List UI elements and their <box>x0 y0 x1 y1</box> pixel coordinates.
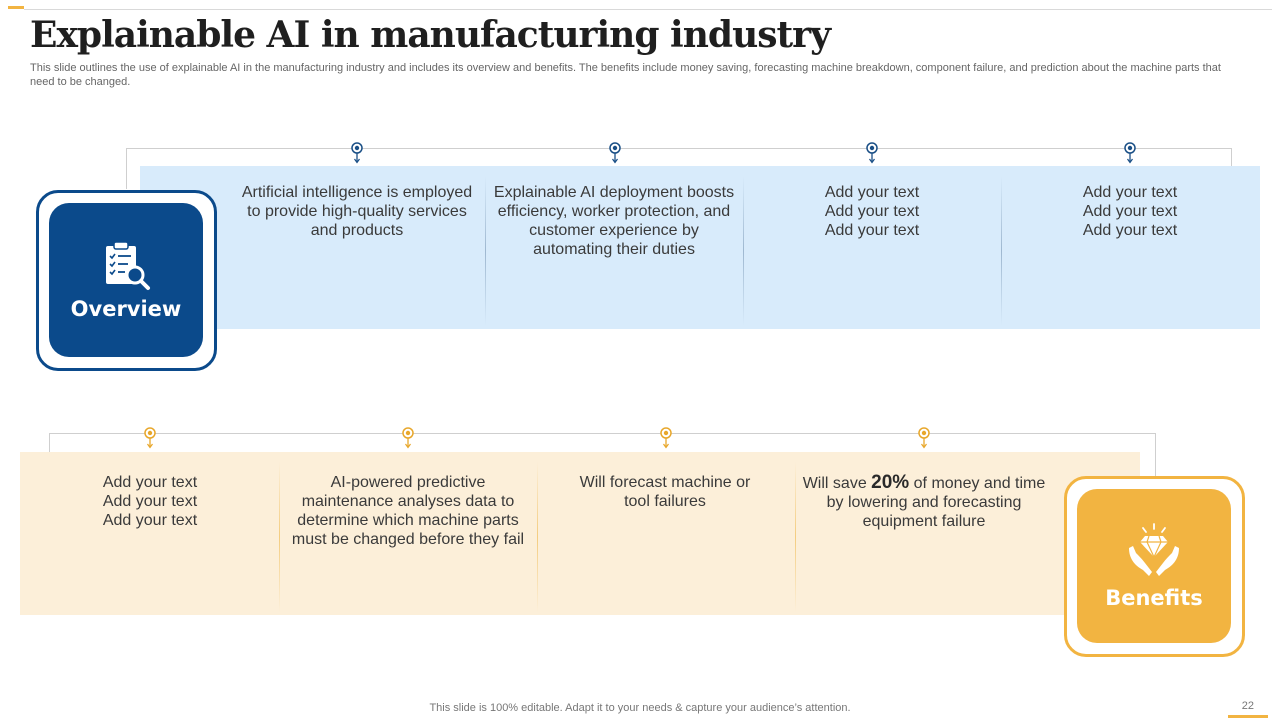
overview-divider <box>485 176 486 326</box>
overview-cell-text: Add your text Add your text Add your tex… <box>824 184 920 239</box>
location-pin-icon <box>660 427 672 449</box>
footer-note: This slide is 100% editable. Adapt it to… <box>429 702 851 714</box>
overview-cell-text: Artificial intelligence is employed to p… <box>241 184 473 239</box>
location-pin-icon <box>402 427 414 449</box>
benefits-cell-text: Add your text Add your text Add your tex… <box>102 474 198 529</box>
top-rule <box>24 9 1272 10</box>
benefits-panel <box>20 452 1140 615</box>
benefits-savings-text: Will save 20% of money and time by lower… <box>802 473 1046 531</box>
overview-cell-text: Add your text Add your text Add your tex… <box>1082 184 1178 239</box>
savings-prefix: Will save <box>802 475 867 492</box>
benefits-divider <box>537 462 538 612</box>
benefits-badge-panel: Benefits <box>1077 489 1231 643</box>
clipboard-magnifier-icon <box>106 241 150 290</box>
benefits-cell-text: Will forecast machine or tool failures <box>579 474 751 510</box>
location-pin-icon <box>918 427 930 449</box>
page-number: 22 <box>1241 700 1254 712</box>
benefits-cell-text: AI-powered predictive maintenance analys… <box>291 474 525 548</box>
slide-title: Explainable AI in manufacturing industry <box>30 14 831 56</box>
benefits-divider <box>279 462 280 612</box>
top-accent-bar <box>8 6 24 9</box>
overview-divider <box>1001 176 1002 326</box>
location-pin-icon <box>866 142 878 164</box>
location-pin-icon <box>351 142 363 164</box>
overview-label: Overview <box>70 297 182 321</box>
location-pin-icon <box>144 427 156 449</box>
hands-diamond-icon <box>1129 523 1179 576</box>
slide-subtitle: This slide outlines the use of explainab… <box>30 62 1221 88</box>
benefits-divider <box>795 462 796 612</box>
page-accent-bar <box>1228 715 1268 718</box>
location-pin-icon <box>609 142 621 164</box>
overview-badge-panel: Overview <box>49 203 203 357</box>
savings-value: 20% <box>871 472 910 493</box>
savings-suffix: of money and time by lowering and foreca… <box>826 475 1046 530</box>
overview-panel <box>140 166 1260 329</box>
overview-cell-text: Explainable AI deployment boosts efficie… <box>493 184 735 258</box>
benefits-label: Benefits <box>1105 586 1203 610</box>
location-pin-icon <box>1124 142 1136 164</box>
overview-divider <box>743 176 744 326</box>
